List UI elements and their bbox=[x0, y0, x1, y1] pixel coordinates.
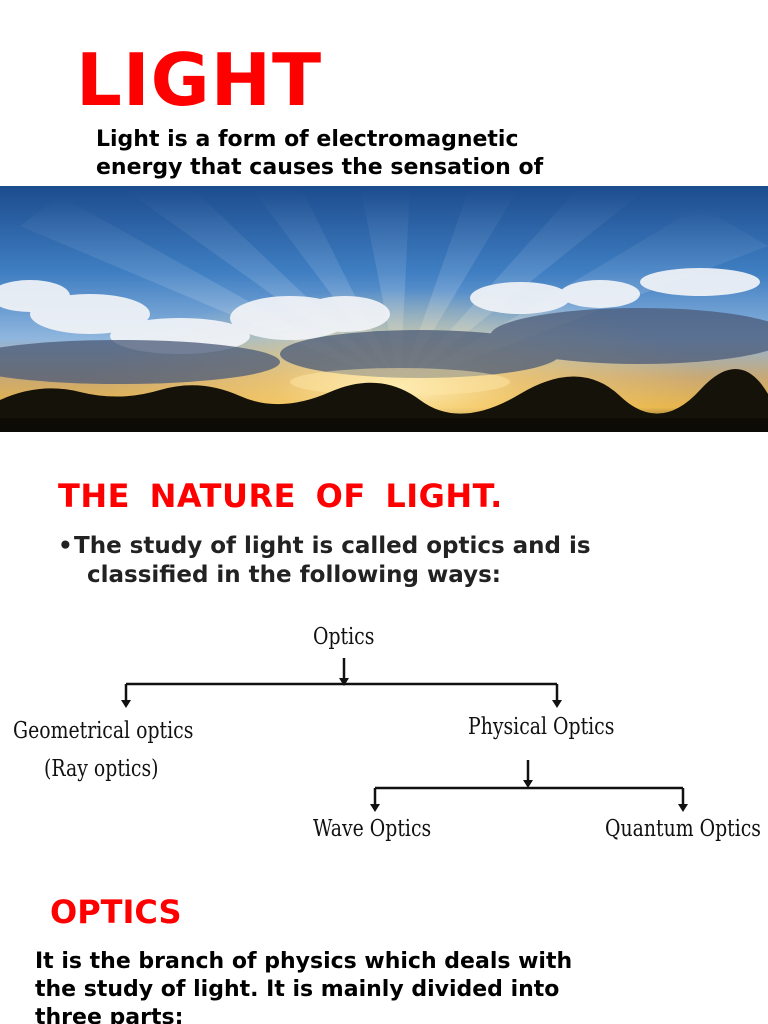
intro-line-1: Light is a form of electromagnetic bbox=[96, 127, 519, 152]
nature-of-light-heading: THE NATURE OF LIGHT. bbox=[58, 477, 503, 515]
tree-geometrical-optics: Geometrical optics bbox=[13, 718, 194, 744]
optics-definition-bullet: • The study of light is called optics an… bbox=[58, 532, 758, 590]
tree-ray-optics: (Ray optics) bbox=[44, 756, 159, 782]
right-arrowhead bbox=[552, 700, 562, 708]
tree-quantum-optics: Quantum Optics bbox=[605, 816, 761, 842]
physical-arrowhead bbox=[523, 780, 533, 788]
bullet-line-1: The study of light is called optics and … bbox=[74, 533, 591, 559]
wave-arrowhead bbox=[370, 804, 380, 812]
optics-line-1: It is the branch of physics which deals … bbox=[35, 949, 573, 974]
intro-text: Light is a form of electromagnetic energ… bbox=[96, 126, 736, 184]
left-arrowhead bbox=[121, 700, 131, 708]
sky-sunrays-image bbox=[0, 186, 768, 432]
tree-wave-optics: Wave Optics bbox=[313, 816, 432, 842]
optics-line-3: three parts: bbox=[35, 1005, 184, 1024]
root-arrowhead bbox=[339, 678, 349, 686]
page-title: LIGHT bbox=[76, 38, 323, 122]
optics-heading: OPTICS bbox=[50, 893, 182, 931]
quantum-arrowhead bbox=[678, 804, 688, 812]
bullet-line-2: classified in the following ways: bbox=[87, 562, 501, 588]
optics-line-2: the study of light. It is mainly divided… bbox=[35, 977, 560, 1002]
optics-classification-tree: Optics Geometrical optics (Ray optics) P… bbox=[0, 616, 768, 856]
tree-physical-optics: Physical Optics bbox=[468, 714, 615, 740]
intro-line-2: energy that causes the sensation of bbox=[96, 155, 544, 180]
tree-root-optics: Optics bbox=[313, 624, 375, 650]
optics-description: It is the branch of physics which deals … bbox=[35, 948, 755, 1024]
bullet-dot: • bbox=[58, 533, 73, 559]
